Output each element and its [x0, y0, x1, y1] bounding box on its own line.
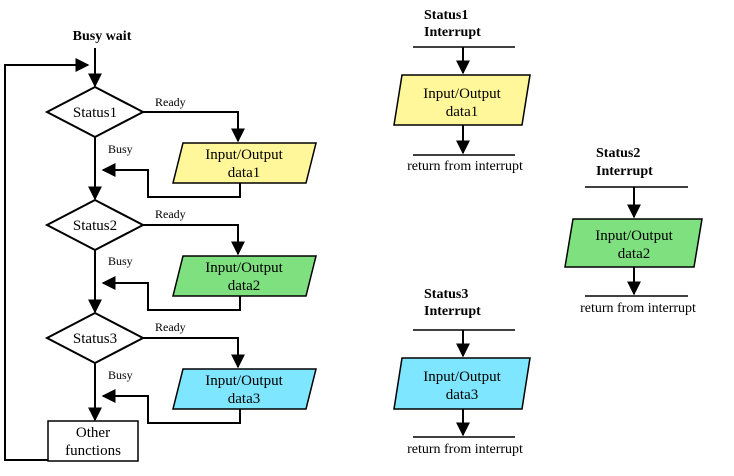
busy-wait-title: Busy wait [73, 29, 132, 44]
interrupt2-io-line2: data2 [618, 246, 650, 262]
io-data3-line1: Input/Output [205, 373, 283, 389]
other-functions-box [47, 420, 139, 462]
interrupt2-io-line1: Input/Output [595, 228, 673, 244]
interrupt1-return: return from interrupt [407, 159, 523, 174]
other-functions-line1: Other [76, 425, 110, 441]
io-data3 [172, 368, 317, 410]
ready2-line [143, 224, 245, 256]
interrupt1-io-line2: data1 [446, 104, 478, 120]
interrupt1-title1: Status1 [424, 8, 468, 23]
status1-label: Status1 [73, 105, 117, 121]
interrupt3-title1: Status3 [424, 287, 468, 302]
return3-line [101, 389, 241, 424]
interrupt2-io [564, 218, 703, 268]
interrupt2-return: return from interrupt [580, 301, 696, 316]
interrupt2-title2: Interrupt [596, 164, 653, 179]
status2-label: Status2 [73, 218, 117, 234]
interrupt3-return: return from interrupt [407, 442, 523, 457]
interrupt3-title2: Interrupt [424, 304, 481, 319]
io-data2 [172, 255, 317, 297]
io-data1 [172, 142, 317, 184]
io-data2-line1: Input/Output [205, 260, 283, 276]
io-data3-line2: data3 [228, 391, 260, 407]
loop-back-line [4, 58, 90, 461]
interrupt1-title2: Interrupt [424, 25, 481, 40]
io-data1-line1: Input/Output [205, 147, 283, 163]
interrupt3-io [393, 357, 531, 410]
ready1-line [143, 111, 245, 143]
status3-label: Status3 [73, 331, 117, 347]
interrupt3-io-line1: Input/Output [423, 369, 501, 385]
busy1-label: Busy [108, 142, 133, 156]
io-data2-line2: data2 [228, 278, 260, 294]
ready2-label: Ready [155, 207, 186, 221]
interrupt1-io-line1: Input/Output [423, 86, 501, 102]
ready3-label: Ready [155, 320, 186, 334]
interrupt2-title1: Status2 [596, 146, 640, 161]
ready1-label: Ready [155, 95, 186, 109]
busy2-label: Busy [108, 254, 133, 268]
return1-line [101, 163, 241, 198]
interrupt3-io-line2: data3 [446, 387, 478, 403]
ready3-line [143, 337, 245, 369]
busy3-label: Busy [108, 368, 133, 382]
return2-line [101, 276, 241, 311]
interrupt1-io [393, 74, 531, 126]
io-data1-line2: data1 [228, 165, 260, 181]
other-functions-line2: functions [65, 443, 121, 459]
